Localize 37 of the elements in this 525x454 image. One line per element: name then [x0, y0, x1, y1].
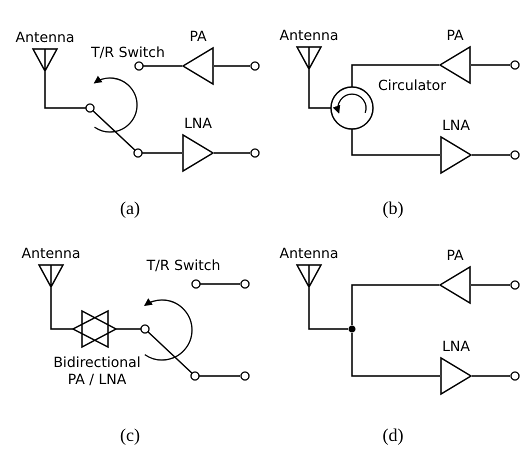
wire: [471, 284, 510, 286]
wire: [214, 152, 250, 154]
wire: [308, 297, 348, 330]
antenna-label: Antenna: [20, 246, 82, 262]
wire: [351, 333, 440, 377]
amplifier-label: PA: [188, 29, 208, 45]
amplifier-label: Bidirectional PA / LNA: [52, 355, 142, 389]
amplifier-label: PA: [445, 28, 465, 44]
wire: [50, 297, 73, 330]
switch-label: T/R Switch: [90, 45, 166, 61]
switch-label: T/R Switch: [146, 258, 222, 274]
circulator-label: Circulator: [377, 78, 447, 94]
wire: [472, 375, 510, 377]
panel-label: (a): [119, 198, 141, 218]
wire: [116, 328, 141, 330]
wire: [471, 64, 510, 66]
panel-label: (c): [119, 425, 141, 445]
antenna-label: Antenna: [14, 30, 76, 46]
wire: [142, 152, 182, 154]
wire: [351, 284, 439, 325]
wire: [200, 283, 240, 285]
wire: [351, 129, 440, 156]
amplifier-label: LNA: [441, 339, 471, 355]
wire: [472, 154, 510, 156]
panel-label: (d): [382, 425, 404, 445]
wire: [44, 81, 86, 109]
amplifier-label: PA: [445, 248, 465, 264]
wire: [351, 64, 439, 87]
wire: [214, 65, 250, 67]
amplifier-label: LNA: [183, 116, 213, 132]
wire: [308, 79, 331, 109]
wire: [199, 375, 240, 377]
wire: [143, 65, 182, 67]
antenna-label: Antenna: [278, 246, 340, 262]
panel-label: (b): [382, 198, 404, 218]
antenna-label: Antenna: [278, 28, 340, 44]
amplifier-label: LNA: [441, 118, 471, 134]
